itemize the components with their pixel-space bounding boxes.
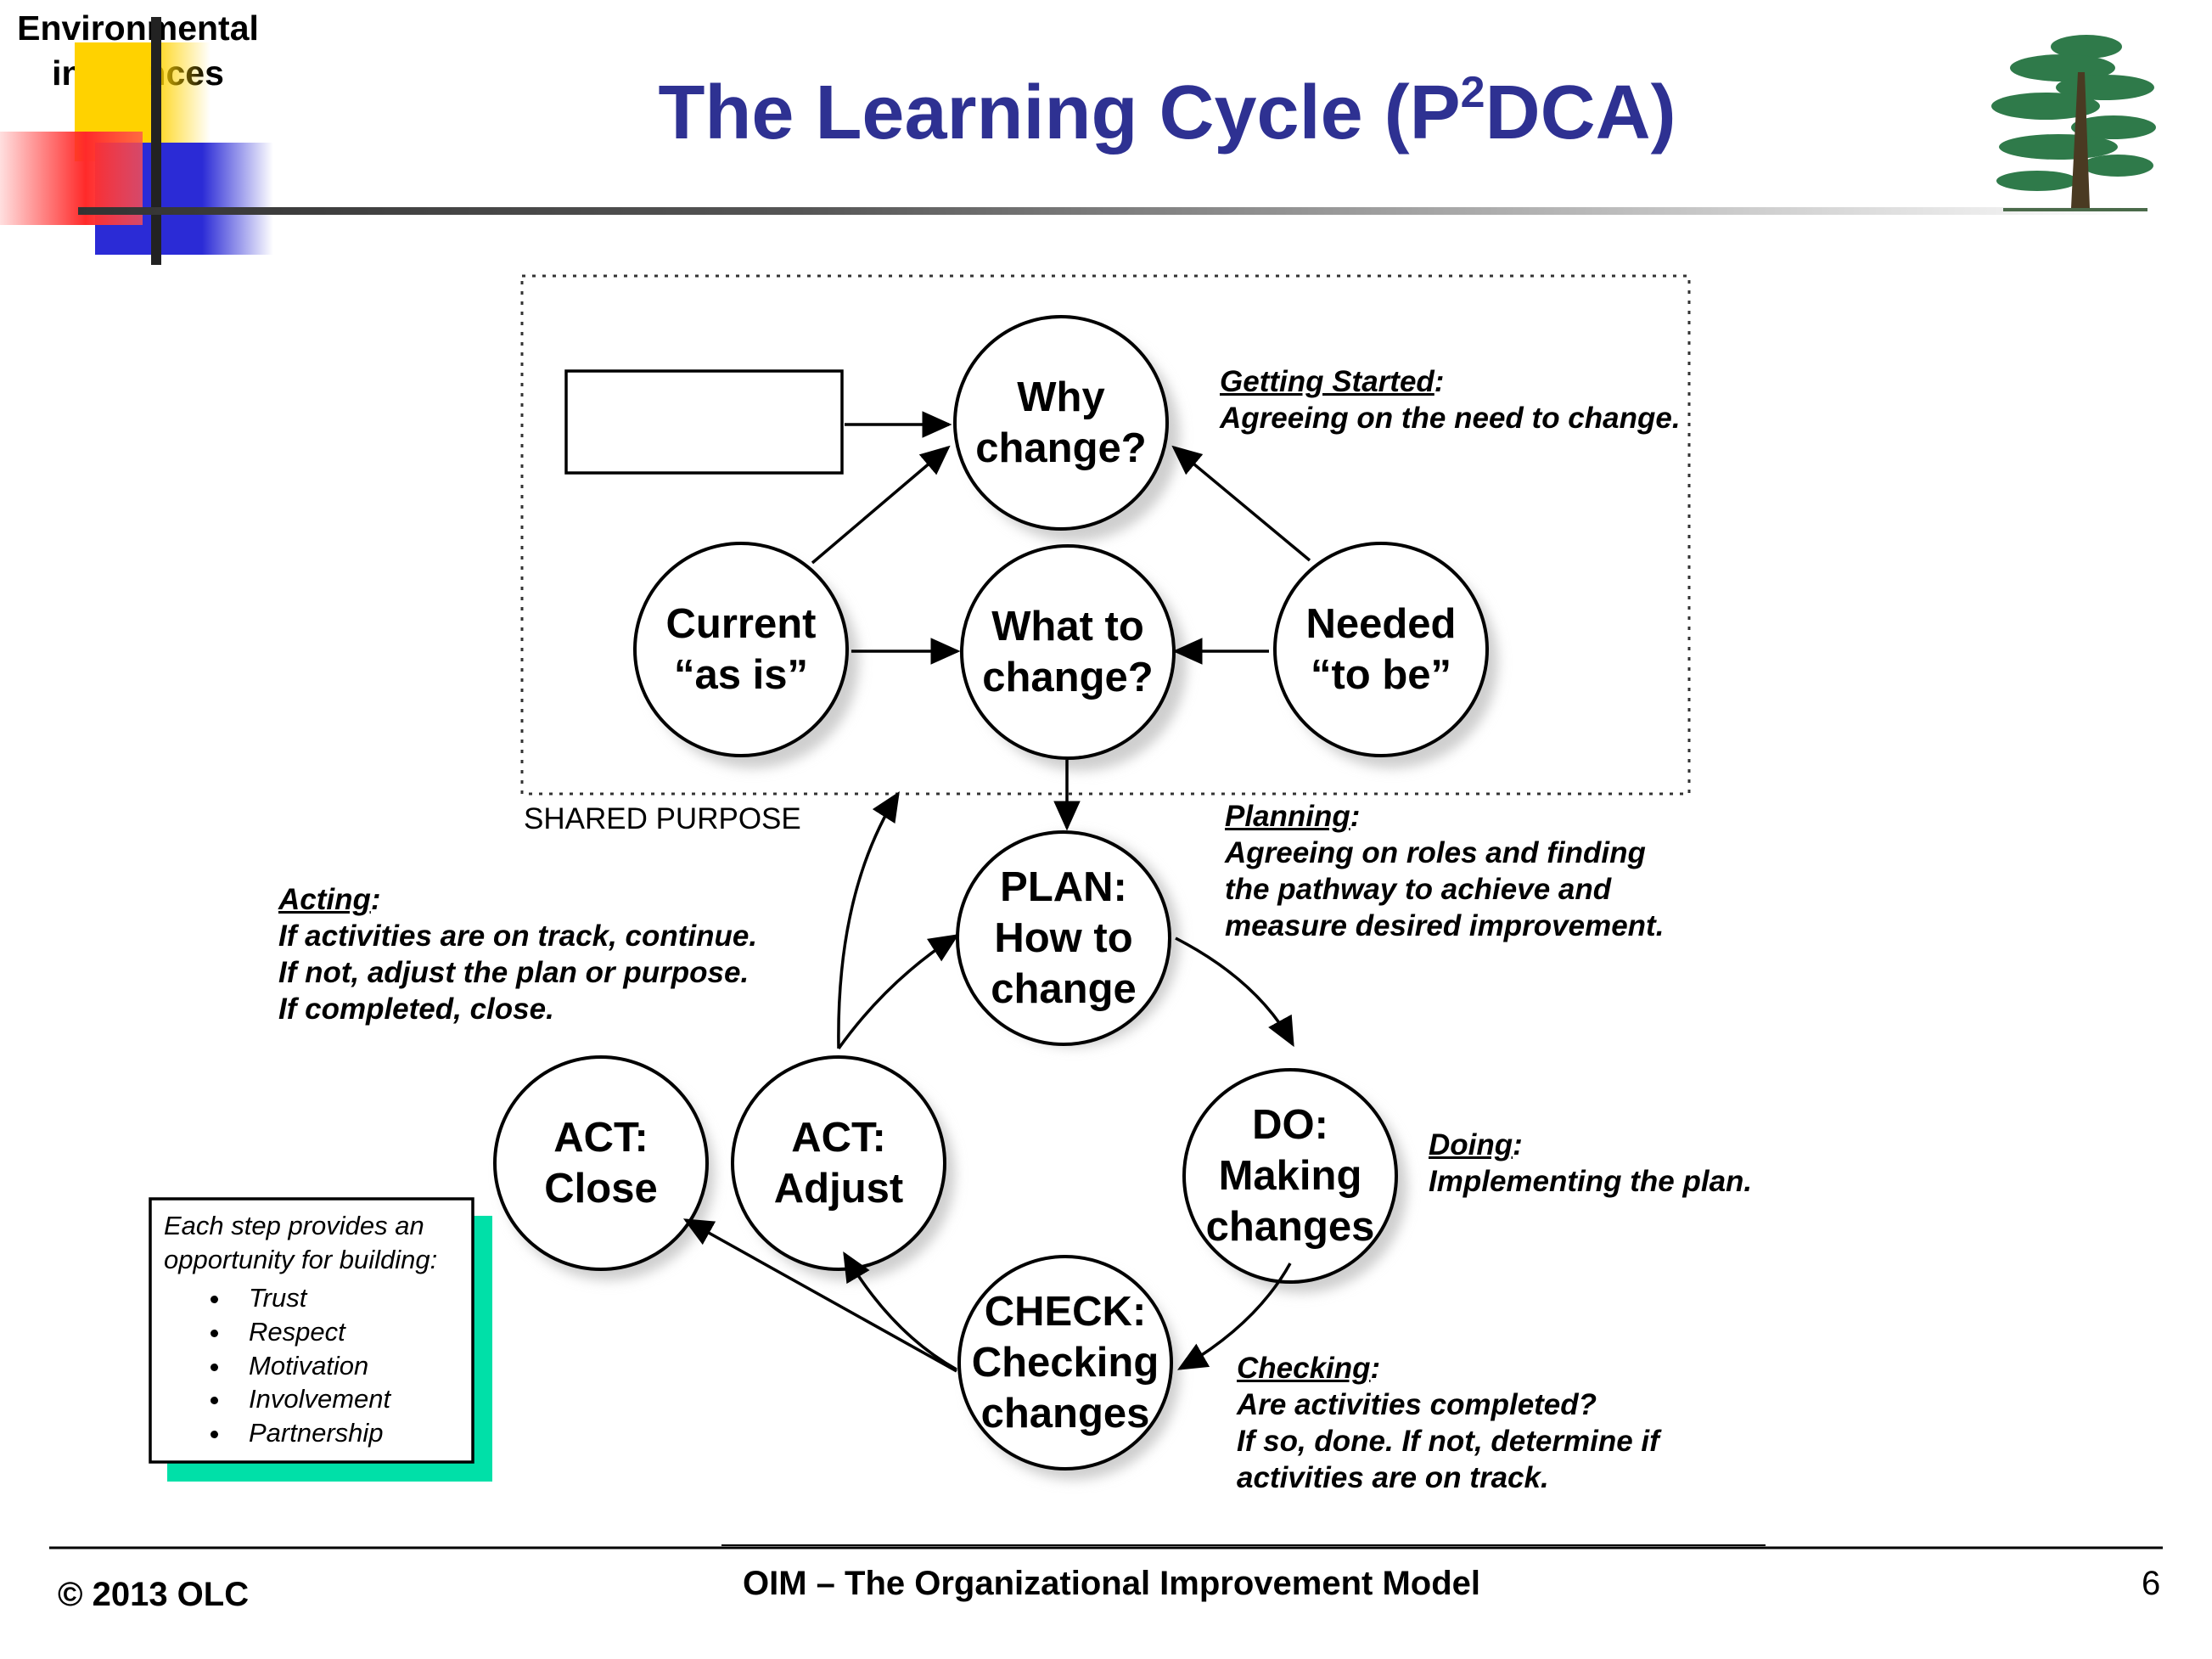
needed-to-be-label: Needed“to be” xyxy=(1305,600,1457,698)
arrow-check-to-close xyxy=(682,1218,957,1373)
arrow-plan-to-do xyxy=(1175,936,1294,1048)
footer-copyright: © 2013 OLC xyxy=(58,1576,250,1613)
acting-annotation: Acting: If activities are on track, cont… xyxy=(278,883,758,1026)
arrow-check-to-adjust xyxy=(843,1251,957,1371)
check-circle xyxy=(957,1255,1173,1471)
header-rule xyxy=(78,207,2141,215)
page-number: 6 xyxy=(2142,1565,2161,1602)
getting-started-annotation: Getting Started: Agreeing on the need to… xyxy=(1220,365,1681,436)
note-list: Trust Respect Motivation Involvement Par… xyxy=(164,1281,469,1449)
decorative-corner-graphic xyxy=(0,17,273,265)
checking-annotation: Checking: Are activities completed? If s… xyxy=(1237,1352,1659,1495)
arrow-current-to-why xyxy=(811,445,951,565)
act-close-label: ACT:Close xyxy=(544,1114,658,1212)
checking-heading: Checking xyxy=(1237,1352,1371,1385)
arrow-do-to-check xyxy=(1176,1263,1292,1370)
arrow-needed-to-why xyxy=(1171,445,1311,562)
tree-logo-icon xyxy=(1991,35,2156,211)
getting-started-heading: Getting Started xyxy=(1220,365,1434,398)
do-circle xyxy=(1182,1068,1398,1284)
environmental-box xyxy=(564,369,844,475)
list-item: Respect xyxy=(232,1315,469,1349)
footer-title: OIM – The Organizational Improvement Mod… xyxy=(743,1565,1481,1602)
acting-heading: Acting xyxy=(278,883,371,916)
why-change-circle xyxy=(953,315,1169,531)
planning-heading: Planning xyxy=(1225,800,1350,833)
act-close-circle xyxy=(493,1055,709,1271)
arrow-adjust-to-plan xyxy=(837,934,959,1050)
list-item: Motivation xyxy=(232,1349,469,1383)
vertical-bar xyxy=(151,17,161,265)
needed-circle xyxy=(1273,542,1489,757)
note-intro-line-1: Each step provides an xyxy=(164,1211,424,1240)
doing-annotation: Doing: Implementing the plan. xyxy=(1429,1128,1753,1199)
current-circle xyxy=(633,542,849,757)
shared-purpose-box xyxy=(520,274,1691,796)
building-note: Each step provides an opportunity for bu… xyxy=(164,1209,469,1450)
list-item: Partnership xyxy=(232,1416,469,1450)
note-box xyxy=(149,1197,474,1464)
planning-annotation: Planning: Agreeing on roles and finding … xyxy=(1225,800,1665,943)
list-item: Involvement xyxy=(232,1382,469,1416)
act-adjust-label: ACT:Adjust xyxy=(773,1114,904,1212)
shared-purpose-label: SHARED PURPOSE xyxy=(524,802,801,835)
page-title: The Learning Cycle (P2DCA) xyxy=(658,68,1676,155)
note-intro-line-2: opportunity for building: xyxy=(164,1244,438,1274)
arrow-adjust-to-purpose xyxy=(837,791,900,1049)
act-adjust-circle xyxy=(731,1055,946,1271)
current-as-is-label: Current“as is” xyxy=(665,600,817,698)
doing-heading: Doing xyxy=(1429,1128,1513,1161)
list-item: Trust xyxy=(232,1281,469,1315)
